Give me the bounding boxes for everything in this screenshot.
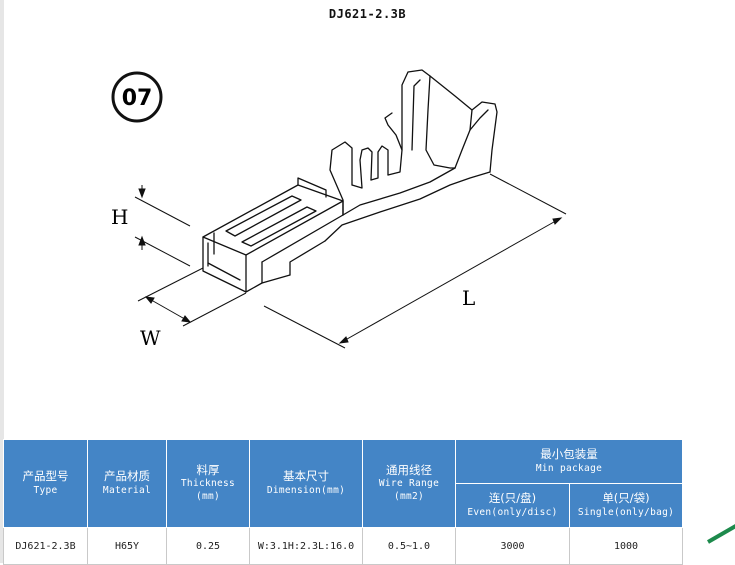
header-type-en: Type <box>33 484 58 496</box>
length-label: L <box>462 286 475 310</box>
header-wire-range-en: Wire Range <box>378 478 440 490</box>
width-label: W <box>140 326 161 350</box>
header-even-en: Even(only/disc) <box>467 506 558 518</box>
header-thickness-unit: (mm) <box>195 491 221 503</box>
width-dimension <box>137 267 247 327</box>
terminal-drawing: 07 <box>111 69 567 350</box>
header-dimension: 基本尺寸 Dimension(mm) <box>249 439 363 528</box>
header-material: 产品材质 Material <box>87 439 167 528</box>
header-type-cn: 产品型号 <box>22 469 69 484</box>
header-single-cn: 单(只/袋) <box>602 491 650 506</box>
height-label: H <box>111 205 128 229</box>
header-material-en: Material <box>102 484 152 496</box>
table-row: DJ621-2.3B H65Y 0.25 W:3.1H:2.3L:16.0 0.… <box>3 527 683 565</box>
cell-type: DJ621-2.3B <box>3 527 88 565</box>
header-wire-range-cn: 通用线径 <box>386 462 432 477</box>
header-dimension-en: Dimension(mm) <box>266 484 346 496</box>
header-single: 单(只/袋) Single(only/bag) <box>569 483 683 528</box>
header-min-package: 最小包装量 Min package <box>455 439 683 484</box>
cell-wire-range: 0.5~1.0 <box>362 527 456 565</box>
cell-even: 3000 <box>455 527 570 565</box>
spec-table: 产品型号 Type 产品材质 Material 料厚 Thickness (mm… <box>3 439 683 565</box>
header-thickness-cn: 料厚 <box>196 462 220 477</box>
page-title: DJ621-2.3B <box>328 7 407 21</box>
header-min-package-en: Min package <box>535 462 603 474</box>
header-wire-range-unit: (mm2) <box>393 491 425 503</box>
part-number-badge: 07 <box>111 71 163 123</box>
header-type: 产品型号 Type <box>3 439 88 528</box>
header-even-cn: 连(只/盘) <box>488 491 537 506</box>
header-even: 连(只/盘) Even(only/disc) <box>455 483 570 528</box>
header-single-en: Single(only/bag) <box>577 506 675 518</box>
corner-mark <box>707 520 735 544</box>
badge-number: 07 <box>122 86 153 111</box>
cell-single: 1000 <box>569 527 683 565</box>
header-material-cn: 产品材质 <box>104 469 150 484</box>
header-wire-range: 通用线径 Wire Range (mm2) <box>362 439 456 528</box>
header-dimension-cn: 基本尺寸 <box>283 469 329 484</box>
terminal-outline <box>202 69 498 293</box>
height-dimension <box>134 185 191 267</box>
header-thickness: 料厚 Thickness (mm) <box>166 439 250 528</box>
header-min-package-cn: 最小包装量 <box>540 447 598 462</box>
cell-thickness: 0.25 <box>166 527 250 565</box>
cell-dimension: W:3.1H:2.3L:16.0 <box>249 527 363 565</box>
cell-material: H65Y <box>87 527 167 565</box>
length-dimension <box>263 173 567 349</box>
left-edge-rule <box>0 0 4 563</box>
header-thickness-en: Thickness <box>180 478 236 490</box>
